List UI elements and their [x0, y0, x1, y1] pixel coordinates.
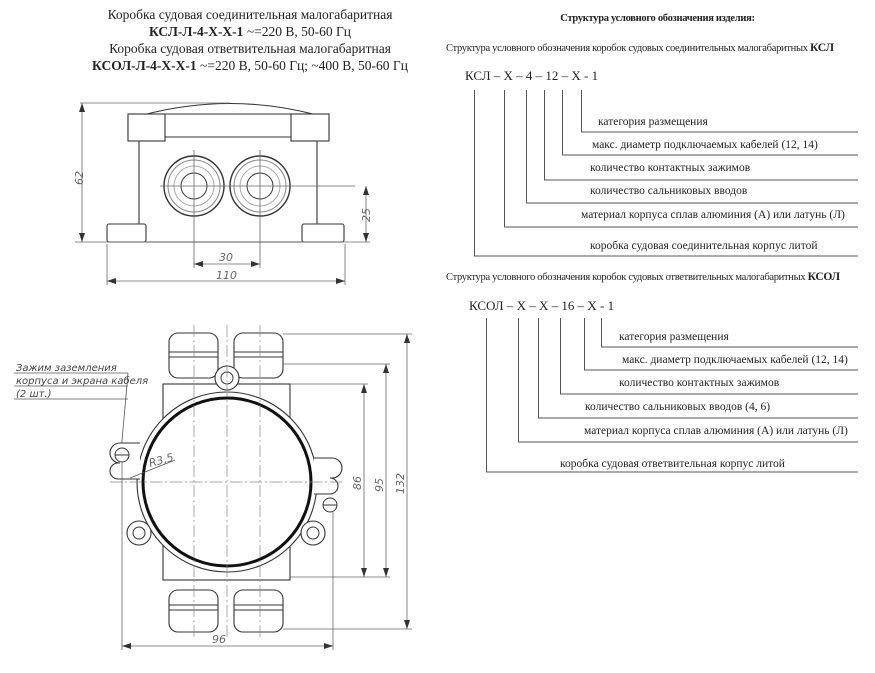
- ksol-code-template: КСОЛ – Х – Х – 16 – Х - 1: [469, 298, 615, 313]
- title-line-1: Коробка судовая соединительная малогабар…: [107, 7, 393, 22]
- ksol-structure-subtitle: Структура условного обозначения коробок …: [446, 271, 840, 283]
- lid-corner-left: [127, 113, 166, 142]
- ksol-code: КСОЛ-Л-4-Х-Х-1: [92, 58, 197, 73]
- note-line-2: корпуса и экрана кабеля: [16, 375, 148, 387]
- dim-gland-spacing: 30: [219, 251, 233, 264]
- note-line-3: (2 шт.): [16, 389, 52, 400]
- ksl-label-terminals: количество контактных зажимов: [590, 162, 751, 174]
- ksol-branch-5: [584, 318, 858, 371]
- ksl-branch-4: [544, 90, 858, 181]
- gland-top-left: [168, 332, 219, 379]
- gland-bottom-left: [168, 589, 219, 633]
- ksol-label-cable-diameter: макс. диаметр подключаемых кабелей (12, …: [622, 354, 848, 366]
- gland-bottom-right: [233, 589, 284, 633]
- ksl-branch-2: [504, 90, 858, 228]
- ksl-branch-6: [581, 90, 858, 133]
- title-line-3: Коробка судовая ответвительная малогабар…: [109, 41, 391, 56]
- ksl-code-template: КСЛ – Х – 4 – 12 – Х - 1: [465, 68, 599, 83]
- front-view-drawing: 62 25 30 110: [73, 102, 373, 285]
- ksl-subtitle-text: Структура условного обозначения коробок …: [446, 43, 810, 54]
- dim-radius: R3,5: [147, 451, 175, 470]
- ksl-label-glands: количество сальниковых вводов: [590, 185, 748, 197]
- ksl-label-material: материал корпуса сплав алюминия (А) или …: [581, 209, 845, 221]
- ksol-label-placement: категория размещения: [619, 331, 729, 343]
- dim-height: 62: [73, 171, 86, 185]
- ksol-branch-6: [601, 318, 858, 348]
- hole-left: [132, 526, 146, 540]
- ksol-rating: ~=220 В, 50-60 Гц; ~400 В, 50-60 Гц: [196, 58, 408, 73]
- note-line-1: Зажим заземления: [16, 363, 117, 374]
- ksol-label-glands: количество сальниковых вводов (4, 6): [585, 401, 771, 413]
- dim-gland-height: 25: [360, 208, 373, 222]
- dim-top-width: 96: [212, 633, 226, 646]
- ksl-label-type: коробка судовая соединительная корпус ли…: [590, 240, 818, 252]
- ksl-label-placement: категория размещения: [598, 116, 708, 128]
- dim-body: 95: [373, 478, 386, 492]
- title-line-4: КСОЛ-Л-4-Х-Х-1 ~=220 В, 50-60 Гц; ~400 В…: [80, 57, 420, 74]
- lug-right: [300, 520, 326, 546]
- title-line-2: КСЛ-Л-4-Х-Х-1 ~=220 В, 50-60 Гц: [80, 23, 420, 40]
- gland-top-right: [233, 332, 284, 379]
- ksol-branch-3: [538, 318, 858, 419]
- dim-overall: 132: [394, 473, 407, 494]
- ksol-label-terminals: количество контактных зажимов: [619, 377, 780, 389]
- ksol-subtitle-text: Структура условного обозначения коробок …: [446, 272, 808, 283]
- structure-title: Структура условного обозначения изделия:: [560, 13, 755, 24]
- dim-inner: 86: [351, 476, 364, 490]
- ksol-branch-4: [560, 318, 858, 395]
- ksl-code: КСЛ-Л-4-Х-Х-1: [148, 24, 244, 39]
- ear-right: [314, 457, 343, 495]
- ksl-structure-subtitle: Структура условного обозначения коробок …: [446, 42, 834, 54]
- ksol-subtitle-bold: КСОЛ: [807, 271, 840, 283]
- product-title-block: Коробка судовая соединительная малогабар…: [80, 6, 420, 74]
- lid-dome: [142, 102, 318, 116]
- ksol-label-material: материал корпуса сплав алюминия (А) или …: [584, 425, 848, 437]
- top-view-drawing: Зажим заземления корпуса и экрана кабеля…: [14, 325, 412, 650]
- ksl-branch-1: [474, 90, 858, 257]
- ksl-label-cable-diameter: макс. диаметр подключаемых кабелей (12, …: [592, 139, 818, 151]
- lid-corner-right: [290, 113, 330, 142]
- ksl-branch-3: [526, 90, 858, 204]
- ksl-rating: ~=220 В, 50-60 Гц: [243, 24, 352, 39]
- ksl-branch-5: [562, 90, 858, 156]
- ksol-label-type: коробка судовая ответвительная корпус ли…: [560, 458, 785, 470]
- ksol-branch-1: [486, 318, 858, 473]
- hole-right: [306, 526, 320, 540]
- ksl-subtitle-bold: КСЛ: [809, 42, 834, 54]
- dim-width: 110: [216, 269, 237, 282]
- lug-left: [126, 520, 152, 546]
- ksol-branch-2: [518, 318, 858, 443]
